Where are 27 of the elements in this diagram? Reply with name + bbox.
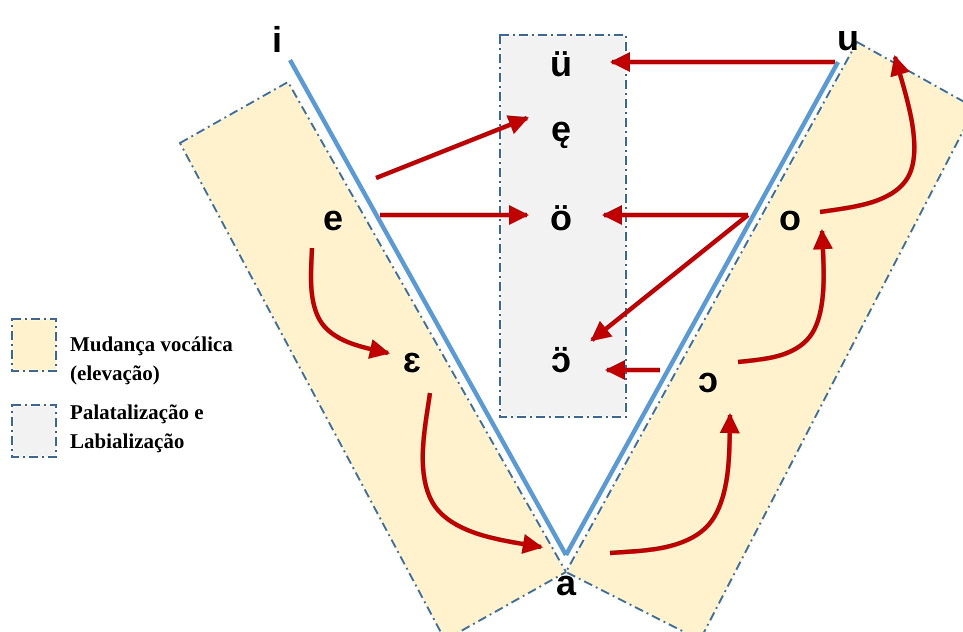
arrow	[590, 213, 750, 342]
vowel-symbol: i	[257, 16, 297, 64]
arrow	[604, 360, 660, 380]
legend-text: Palatalização e Labialização	[70, 399, 205, 455]
vowel-symbol: ɔ̈	[541, 334, 581, 386]
arrow	[420, 392, 543, 554]
arrow	[820, 55, 916, 214]
vowel-symbol: a	[546, 560, 586, 606]
arrow	[738, 228, 834, 364]
vowel-symbol: ö	[541, 194, 581, 242]
arrow	[610, 412, 740, 556]
legend-text: Mudança vocálica (elevação)	[70, 331, 234, 387]
vowel-symbol: u	[828, 14, 868, 62]
vowel-symbol: o	[770, 194, 810, 242]
shaded-box	[499, 34, 627, 418]
vowel-chart-line	[564, 60, 840, 556]
arrow	[380, 204, 530, 226]
vowel-symbol: ɔ	[688, 356, 728, 404]
vowel-symbol: ɛ	[392, 336, 432, 384]
arrow	[602, 204, 748, 226]
arrow	[308, 248, 390, 359]
arrow	[610, 52, 835, 72]
vowel-symbol: e	[313, 194, 353, 242]
arrow	[375, 115, 529, 180]
vowel-chart-line	[288, 58, 568, 556]
vowel-symbol: ü	[541, 40, 581, 88]
vowel-symbol: ę	[541, 104, 581, 154]
